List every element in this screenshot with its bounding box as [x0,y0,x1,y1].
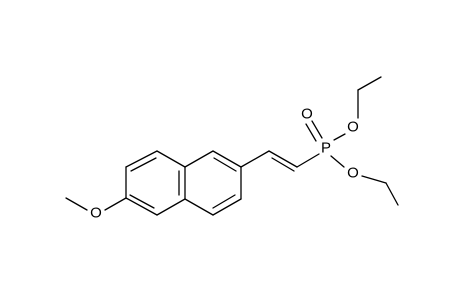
ester-oxygen-upper-label: O [347,119,359,136]
double-bond-inner [212,194,236,209]
bond [361,175,387,184]
bond [184,150,214,168]
phosphoryl-oxygen-label: O [301,106,313,123]
bond [357,76,382,91]
double-bond-inner [129,194,155,209]
bond [330,155,345,168]
bond [333,133,346,141]
bond [156,198,186,216]
double-bond-inner [213,157,237,172]
bond [156,150,186,168]
ester-oxygen-lower-label: O [347,165,359,182]
bond [65,197,88,211]
bond [184,198,214,216]
phosphoryl-double-bond [305,123,317,142]
phosphonate-group [305,76,399,206]
vinyl-linker [240,150,320,172]
bond [212,198,242,216]
double-bond-inner [271,157,295,172]
methoxy-group [65,197,127,211]
methoxy-oxygen-label: O [90,205,102,222]
bond [104,197,127,211]
phosphoryl-double-bond [311,120,323,139]
bond [125,197,158,216]
phosphorus-label: P [321,140,331,157]
bond [296,153,320,168]
bond [212,150,242,168]
bond [268,150,298,168]
bond [385,182,399,206]
naphthalene-left-ring [125,150,186,216]
double-bond-inner [130,157,157,172]
bond [125,150,158,168]
naphthalene-right-ring [184,150,242,216]
bond [240,150,270,168]
